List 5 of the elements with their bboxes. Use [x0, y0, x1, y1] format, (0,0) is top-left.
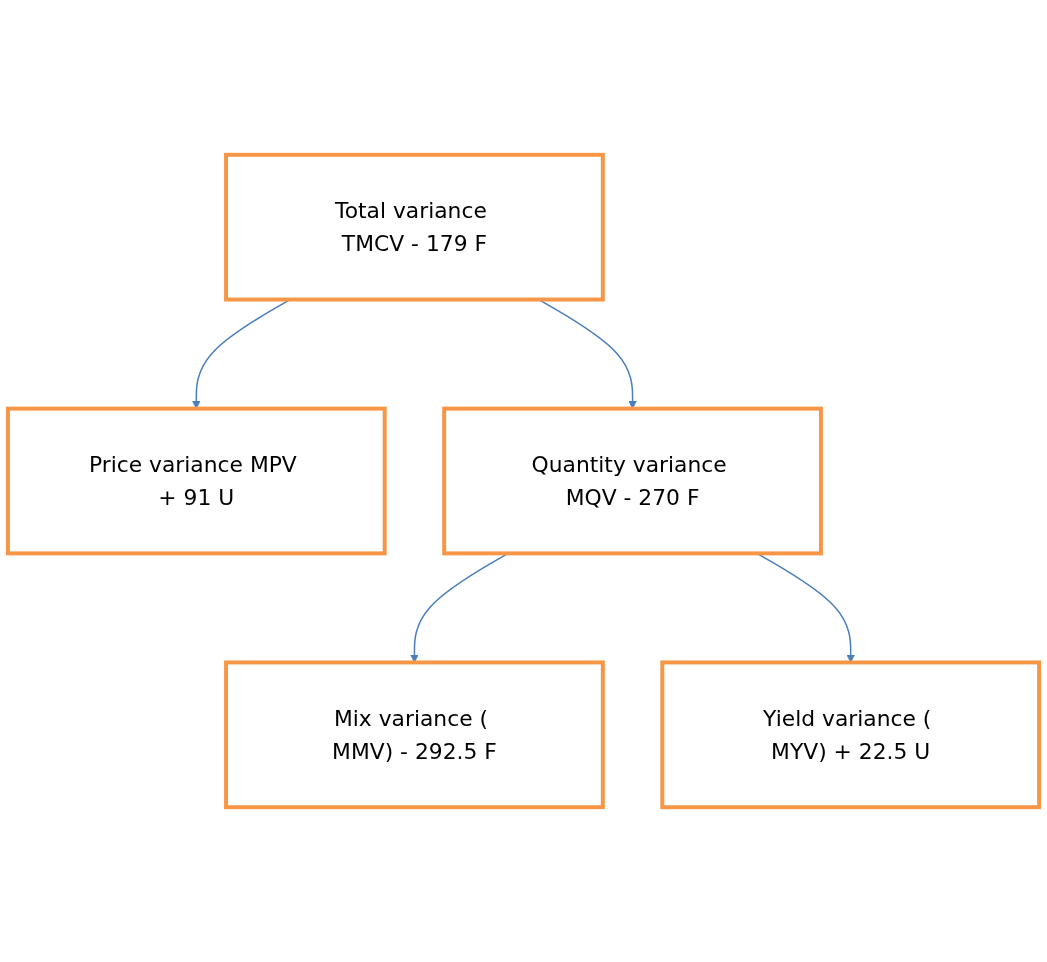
node-box: Price variance MPV + 91 U — [5, 406, 387, 556]
node-box: Quantity variance MQV - 270 F — [442, 406, 823, 556]
node-box: Yield variance ( MYV) + 22.5 U — [660, 660, 1042, 810]
node-box: Total variance TMCV - 179 F — [224, 152, 605, 302]
node-box: Mix variance ( MMV) - 292.5 F — [224, 660, 605, 810]
